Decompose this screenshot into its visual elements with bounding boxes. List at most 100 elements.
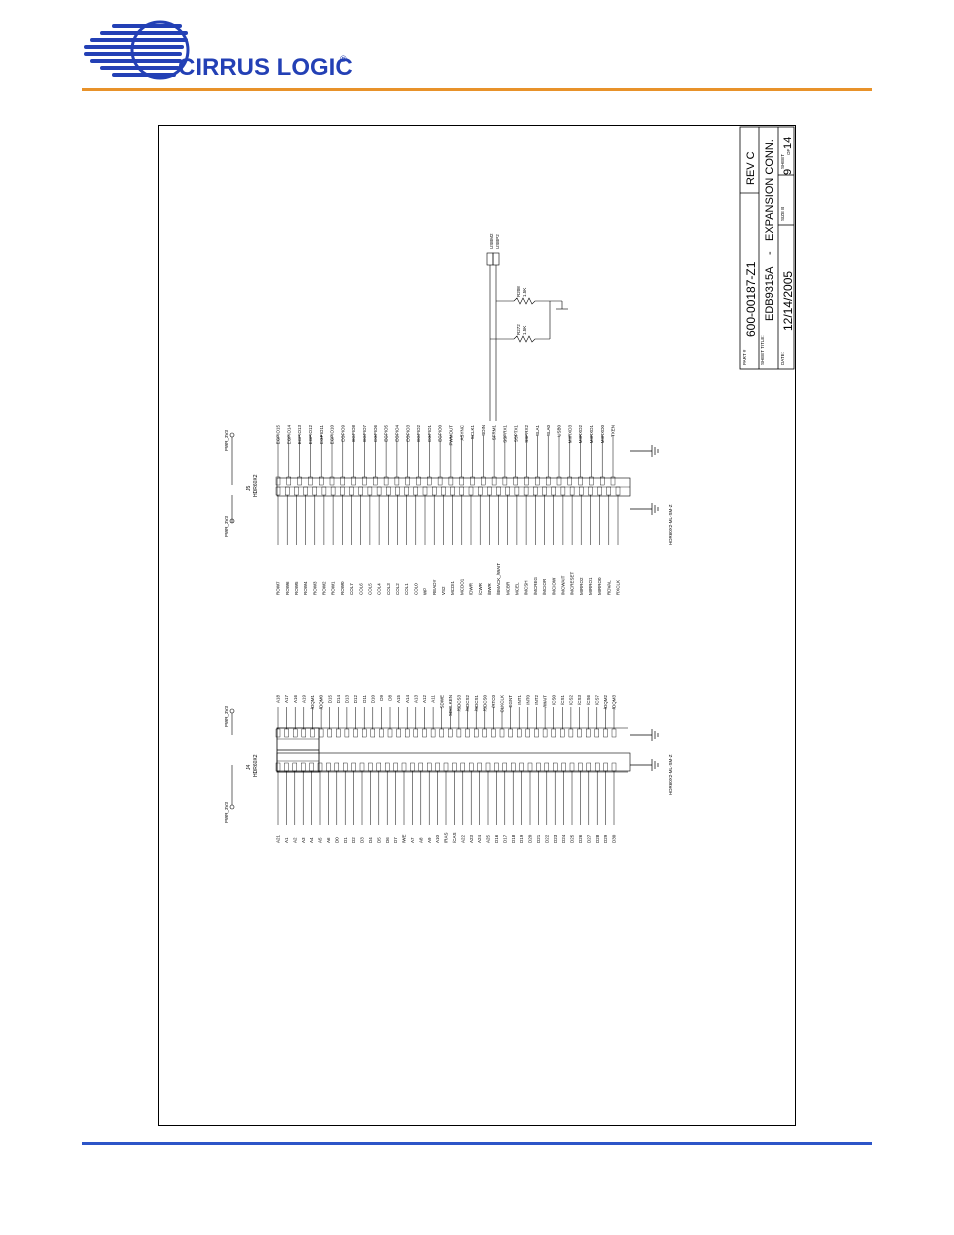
j4-right-signal-pin-22: [465, 728, 470, 738]
j5-right-signal-25: SLA0: [546, 425, 551, 437]
j5-right-signal-pin-11: [394, 476, 400, 486]
j4-right-signal-pin-20: [448, 728, 453, 738]
j5-right-signal-2: EGPIO13: [297, 425, 302, 445]
j4-left-signal-pin-36: [578, 762, 583, 772]
sheet-border: [158, 125, 796, 1126]
j5-right-signal-pin-7: [351, 476, 356, 486]
j5-left-signal-35: MIRRO0: [597, 577, 602, 595]
j4-right-signal-18: A11: [431, 695, 436, 703]
j5-left-signal-24: /BMACK_/WAIT: [496, 563, 501, 595]
j4-right-signal-pin-15: [404, 728, 410, 738]
pwr-label-j4-top: PWR_3V3: [224, 705, 229, 727]
j5-right-signal-pin-12: [405, 476, 410, 486]
footer-divider: [82, 1142, 872, 1145]
j4-left-signal-pin-23: [469, 762, 474, 772]
j5-right-signal-pin-31: [610, 476, 616, 486]
j4-left-signal-pin-6: [326, 762, 331, 772]
j5-left-signal-3: ROW4: [303, 581, 308, 595]
j5-left-signal-pin-16: [422, 486, 428, 496]
j5-left-signal-27: /MCSH: [524, 581, 529, 596]
j5-left-signal-15: COL0: [413, 583, 418, 595]
j5-left-signal-pin-17: [432, 486, 437, 496]
j5-right-signal-27: MIIRXD3: [567, 425, 572, 444]
j5-right-signal-14: EGPIO1: [427, 425, 432, 442]
j4-left-signal-5: A5: [318, 837, 323, 843]
j4-left-signal-pin-26: [494, 762, 499, 772]
j5-left-signal-pin-23: [487, 486, 492, 496]
j4-right-signal-31: /WAIT: [543, 695, 548, 708]
j5-left-signal-pin-34: [588, 486, 593, 496]
j4-left-signal-pin-12: [376, 762, 382, 772]
j4-left-signal-pin-8: [342, 762, 348, 772]
j5-left-signal-29: /MCIOR: [542, 578, 547, 595]
j5-right-signal-1: EGPIO14: [286, 425, 291, 445]
j4-left-signal-pin-10: [359, 762, 365, 772]
j5-left-signal-23: /BWR: [487, 583, 492, 595]
j5-left-signal-34: MIRRO1: [588, 577, 593, 595]
power-symbols: [229, 432, 235, 810]
j4-right-signal-0: A18: [276, 695, 281, 704]
j4-right-signal-39: /DQM3: [612, 695, 617, 710]
j4-left-signal-22: A22: [460, 834, 465, 843]
j4-footprint: HDR60X2-ML-SM-Z: [668, 754, 673, 795]
j4-left-signal-pin-16: [410, 762, 415, 772]
j5-labels: J5 HDR60X2 HDR60X2-ML-SM-Z: [246, 474, 673, 545]
schematic-sheet: REV C PART # 600-00187-Z1 SHEET TITLE: E…: [158, 125, 796, 1126]
j4-right-signal-pin-35: [577, 728, 582, 738]
j4-left-signal-pin-38: [595, 762, 600, 772]
j4-left-signal-35: D25: [570, 834, 575, 843]
j4-left-signal-pin-25: [485, 762, 491, 772]
j4-right-signal-pin-19: [439, 728, 444, 738]
j5-right-signal-20: SFRM1: [492, 425, 497, 441]
j5-right-signal-24: SLA1: [535, 425, 540, 437]
j4-right-wires: [275, 707, 617, 738]
j5-left-signal-pin-10: [367, 486, 373, 496]
j4-right-signal-19: SDWE: [439, 695, 444, 709]
j4-left-signal-pin-17: [418, 762, 423, 772]
j5-left-signal-18: VS2: [441, 586, 446, 595]
j5-right-signal-26: USB0: [557, 425, 562, 437]
j5-right-signal-12: EGPIO3: [405, 425, 410, 442]
j4-left-wires: [275, 762, 617, 825]
j4-right-signal-pin-31: [542, 728, 548, 738]
usb-resistor-network: [486, 252, 568, 421]
j5-left-signal-20: MCDO1: [459, 578, 464, 595]
j4-right-signal-pin-36: [586, 728, 591, 738]
j5-left-signal-37: RXCLK: [616, 580, 621, 595]
j5-left-signal-9: COL6: [358, 583, 363, 595]
size-label: SIZE B: [780, 207, 785, 221]
j5-left-signal-13: COL2: [395, 583, 400, 595]
ground-symbols: [630, 445, 659, 771]
j5-left-signal-7: ROW0: [340, 581, 345, 595]
j5-left-signal-6: ROW1: [331, 581, 336, 595]
j5-right-signal-pin-29: [589, 476, 594, 486]
j4-left-signal-pin-21: [452, 762, 457, 772]
j5-right-signal-pin-5: [329, 476, 335, 486]
j5-left-signal-pin-4: [312, 486, 318, 496]
j4-left-signal-pin-31: [536, 762, 541, 772]
j5-right-signal-5: EGPIO10: [330, 425, 335, 445]
j5-left-signal-pin-37: [615, 486, 621, 496]
j4-left-signal-2: A2: [292, 837, 297, 843]
j5-right-signal-30: MIIRXD0: [600, 425, 605, 444]
j4-left-signal-pin-22: [460, 762, 465, 772]
j4-left-signal-pin-14: [393, 762, 398, 772]
j4-right-signal-29: INT0: [525, 695, 530, 705]
j5-left-signal-pin-27: [523, 486, 529, 496]
j5-left-signal-pin-36: [606, 486, 611, 496]
j5-right-signal-pin-4: [318, 476, 324, 486]
j4-left-signal-17: A8: [418, 837, 423, 843]
j5-right-signal-pin-17: [459, 476, 464, 486]
j4-left-signal-37: D27: [586, 834, 591, 843]
j4-right-signal-pin-28: [517, 728, 522, 738]
j5-right-signal-pin-3: [308, 476, 313, 486]
j4-right-signal-pin-0: [275, 728, 281, 738]
j4-left-signal-pin-32: [544, 762, 549, 772]
j5-left-signal-33: MIRRO2: [579, 577, 584, 595]
j4-right-signal-pin-39: [611, 728, 617, 738]
j5-right-signal-22: SSPTX1: [513, 425, 518, 443]
j5-right-signal-pin-27: [567, 476, 572, 486]
j4-left-signal-30: D20: [528, 834, 533, 843]
brand-registered-mark: ®: [340, 54, 347, 64]
